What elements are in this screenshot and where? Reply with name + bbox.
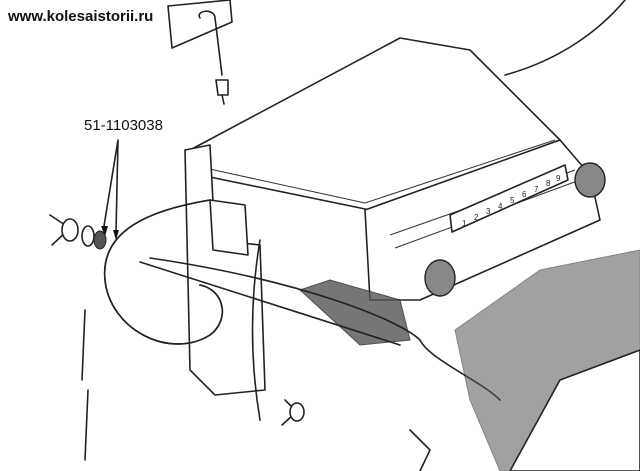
svg-text:7: 7 [534,185,539,194]
svg-text:5: 5 [510,196,515,205]
tuning-scale [449,164,569,233]
side-bracket [209,199,249,256]
svg-text:8: 8 [546,179,551,188]
left-knob [424,259,456,297]
svg-text:1: 1 [462,219,467,228]
svg-text:3: 3 [486,207,491,216]
svg-text:4: 4 [498,202,503,211]
dial-numbers: 1 2 3 4 5 6 7 8 9 [462,174,561,228]
bottom-screw [409,429,431,471]
right-knob [574,162,606,198]
svg-text:9: 9 [556,174,561,183]
mounting-plate [167,0,233,49]
cable-lower-left [81,309,89,461]
callout-leader [103,139,119,233]
part-number-label: 51-1103038 [84,117,163,134]
antenna-cable [504,0,626,76]
watermark: www.kolesaistorii.ru [8,8,154,25]
washer [81,225,95,247]
radio-side [184,144,266,396]
lock-washer [93,230,107,250]
antenna-screw [198,10,229,105]
svg-text:2: 2 [474,213,479,222]
svg-text:6: 6 [522,190,527,199]
